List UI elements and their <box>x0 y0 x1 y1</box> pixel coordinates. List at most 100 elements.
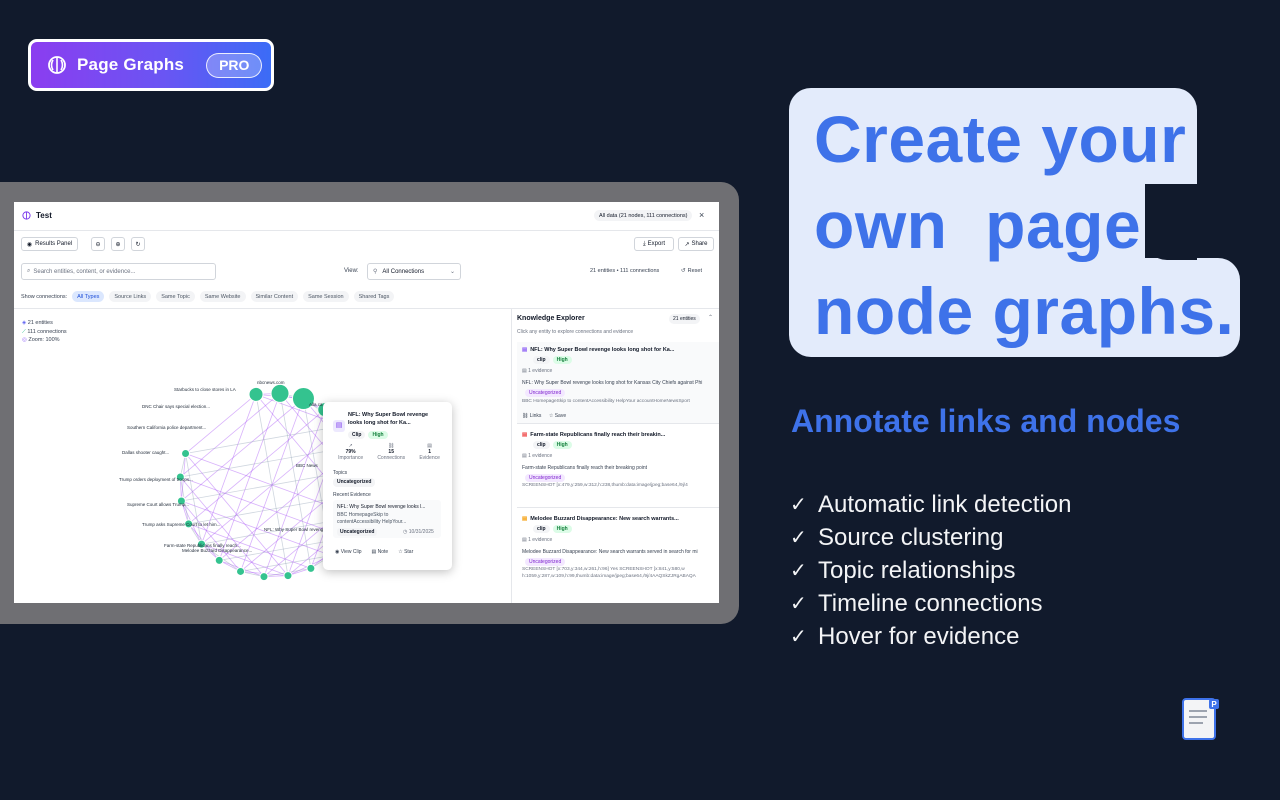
type-tag: clip <box>533 525 550 533</box>
export-button[interactable]: ⤓Export <box>634 237 674 251</box>
filter-source-links[interactable]: Source Links <box>109 291 152 302</box>
headline-line-3: node graphs. <box>814 274 1235 348</box>
share-button[interactable]: ↗Share <box>678 237 714 251</box>
node-icon: ◈ <box>22 320 27 326</box>
card-detail: BBC HomepageSkip to contentAccessibility… <box>522 399 690 404</box>
graph-node[interactable] <box>214 555 224 565</box>
zoom-icon: ◎ <box>22 337 27 343</box>
graph-node[interactable] <box>175 472 185 482</box>
svg-text:P: P <box>1211 700 1217 709</box>
reset-button[interactable]: ↺Reset <box>681 268 702 274</box>
close-icon[interactable]: × <box>699 210 705 220</box>
view-select[interactable]: ⚲All Connections⌄ <box>367 263 461 280</box>
graph-node[interactable] <box>283 571 293 581</box>
headline-bg-bottom <box>789 258 1240 357</box>
graph-node[interactable] <box>248 386 264 402</box>
reset-icon: ↺ <box>681 268 686 274</box>
document-icon: ▤ <box>522 347 528 353</box>
graph-edge <box>180 393 281 478</box>
chevron-down-icon: ⌄ <box>449 269 455 275</box>
graph-edge <box>185 453 202 545</box>
chevron-up-icon[interactable]: ⌃ <box>708 315 714 321</box>
filter-icon: ⚲ <box>373 269 378 275</box>
graph-node[interactable] <box>259 572 269 582</box>
results-panel-button[interactable]: ◉Results Panel <box>21 237 78 251</box>
type-tag: clip <box>533 441 550 449</box>
filter-shared-tags[interactable]: Shared Tags <box>353 291 395 302</box>
feature-list: ✓Automatic link detection ✓Source cluste… <box>790 488 1071 653</box>
headline-line-1: Create your <box>814 102 1187 176</box>
entity-card[interactable]: ▤ Melodee Buzzard Disappearance: New sear… <box>522 516 698 579</box>
filter-all-types[interactable]: All Types <box>72 291 105 302</box>
document-icon: ▤ <box>522 516 528 522</box>
graph-node[interactable] <box>181 449 191 459</box>
filter-same-session[interactable]: Same Session <box>303 291 349 302</box>
graph-node[interactable] <box>184 519 194 529</box>
card-snippet: NFL: Why Super Bowl revenge looks long s… <box>522 380 703 386</box>
note-button[interactable]: ▤ Note <box>371 549 389 555</box>
star-button[interactable]: ☆ Star <box>398 549 414 555</box>
show-connections-label: Show connections: <box>21 293 68 300</box>
graph-node-label: Southern California police department... <box>127 425 206 430</box>
pro-badge: PRO <box>206 52 263 78</box>
download-icon: ⤓ <box>643 240 646 247</box>
feature-item: ✓Topic relationships <box>790 556 1016 584</box>
entity-counts: 21 entities • 111 connections <box>590 268 660 274</box>
filter-same-website[interactable]: Same Website <box>199 291 246 302</box>
graph-node[interactable] <box>236 566 246 576</box>
recent-evidence-card[interactable]: NFL: Why Super Bowl revenge looks l... B… <box>333 500 441 538</box>
filter-same-topic[interactable]: Same Topic <box>156 291 195 302</box>
feature-item: ✓Hover for evidence <box>790 622 1020 650</box>
clock-icon: ◷ <box>403 529 408 535</box>
graph-edge <box>201 425 343 545</box>
search-input[interactable]: ⌕Search entities, content, or evidence..… <box>21 263 216 280</box>
feature-item: ✓Automatic link detection <box>790 490 1072 518</box>
links-button[interactable]: ⛓ Links <box>522 413 542 419</box>
card-snippet: Melodee Buzzard Disappearance: New searc… <box>522 549 698 555</box>
view-label: View: <box>344 268 359 274</box>
importance-stat: ↗79%Importance <box>338 443 364 461</box>
entity-card[interactable]: ▤Farm-state Republicans finally reach th… <box>517 428 719 508</box>
check-icon: ✓ <box>790 560 807 582</box>
graph-node-label: Trump asks Supreme Court to let him... <box>142 522 220 527</box>
graph-edge <box>201 394 257 545</box>
graph-node[interactable] <box>197 539 207 549</box>
graph-edge <box>188 409 326 525</box>
graph-node[interactable] <box>270 383 290 403</box>
type-tag: Clip <box>348 431 366 439</box>
graph-edge <box>240 555 332 572</box>
zoom-in-icon: ⊕ <box>115 241 121 248</box>
graph-node-label: DNC Chair says special election... <box>142 404 210 409</box>
feature-item: ✓Timeline connections <box>790 589 1043 617</box>
graph-stats: ◈ 21 entities ⟋ 111 connections ◎ Zoom: … <box>22 319 67 345</box>
eye-icon: ◉ <box>26 241 33 248</box>
graph-node[interactable] <box>176 496 186 506</box>
topics-label: Topics <box>333 470 348 476</box>
check-icon: ✓ <box>790 626 807 648</box>
card-detail: SCREENSHOT [x:479,y:259,w:312,h:238,thum… <box>522 483 688 488</box>
check-icon: ✓ <box>790 593 807 615</box>
type-tag: clip <box>533 356 550 364</box>
entity-card[interactable]: ▤ NFL: Why Super Bowl revenge looks long … <box>517 342 719 424</box>
graph-node-label: Supreme Court allows Trump... <box>127 502 189 507</box>
graph-node[interactable] <box>306 563 316 573</box>
document-icon: ▤ <box>522 432 528 438</box>
link-icon: ⟋ <box>22 328 26 335</box>
view-clip-button[interactable]: ◉ View Clip <box>335 549 362 555</box>
explorer-count-badge: 21 entities <box>669 314 700 324</box>
refresh-button[interactable]: ↻ <box>131 237 145 251</box>
badge-title: Page Graphs <box>77 55 185 74</box>
graph-node-label: NFL: Why Super Bowl revenge <box>264 527 326 532</box>
priority-tag: High <box>552 356 572 364</box>
zoom-in-button[interactable]: ⊕ <box>111 237 125 251</box>
graph-node-label: Dallas shooter caught... <box>122 450 169 455</box>
save-button[interactable]: ☆ Save <box>548 413 567 419</box>
zoom-out-button[interactable]: ⊖ <box>91 237 105 251</box>
connections-stat: ⟋ 111 connections <box>22 328 67 335</box>
document-icon: P <box>1182 698 1219 740</box>
card-detail: h:1059,y:287,w:109,h:99,thumb:data:image… <box>522 574 696 579</box>
filter-similar-content[interactable]: Similar Content <box>250 291 299 302</box>
graph-node[interactable] <box>291 387 315 411</box>
